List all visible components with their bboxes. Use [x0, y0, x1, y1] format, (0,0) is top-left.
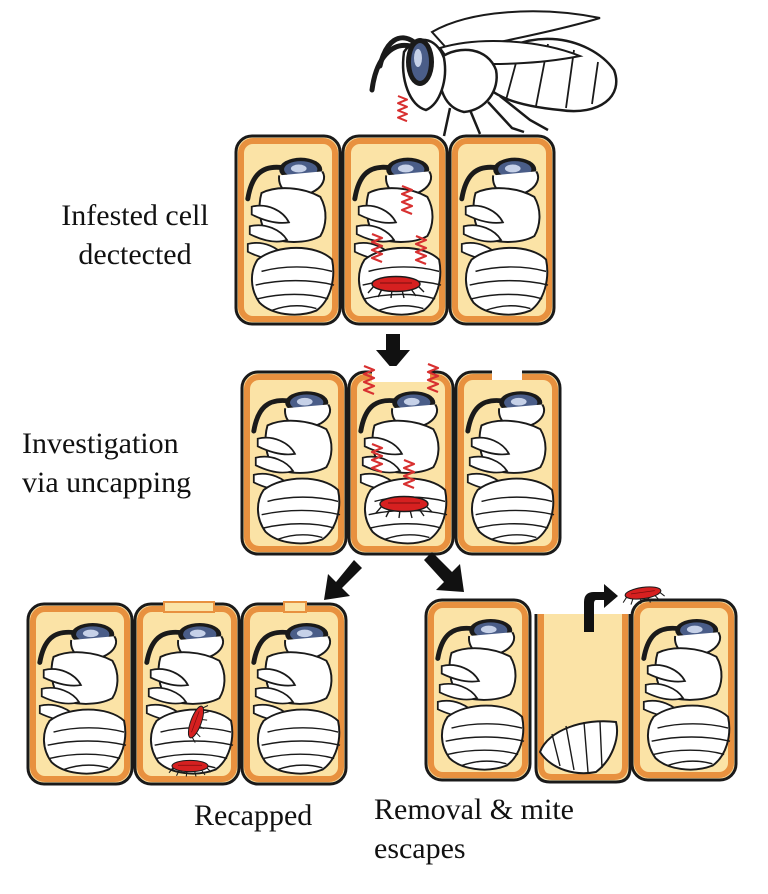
brood-cell-uncapped [347, 362, 455, 556]
brood-cell-recapped [240, 601, 348, 786]
brood-cell-healthy [234, 134, 342, 326]
arrow-down-left-icon [324, 560, 362, 600]
label-investigation-via-uncapping: Investigation via uncapping [22, 424, 222, 502]
brood-cell-healthy [630, 598, 738, 782]
brood-cell-emptied [533, 596, 633, 784]
label-removal-mite-escapes: Removal & mite escapes [374, 790, 574, 868]
curved-arrow-icon [584, 584, 618, 632]
label-line: Removal & mite escapes [374, 793, 574, 865]
label-line: Recapped [194, 799, 313, 832]
worker-bee [369, 10, 618, 137]
arrow-down-icon [376, 334, 410, 370]
row-investigation [240, 362, 562, 556]
brood-cell-healthy [424, 598, 532, 782]
label-line: Infested cell dectected [61, 199, 209, 271]
brood-cell-opened [454, 366, 562, 556]
label-recapped: Recapped [194, 796, 312, 835]
brood-cell-healthy [448, 134, 556, 326]
brood-cell-recapped [133, 601, 241, 786]
row-recapped [26, 601, 348, 786]
brood-cell-healthy [240, 370, 348, 556]
brood-cell-healthy [26, 602, 134, 786]
brood-cell-infested [341, 134, 449, 326]
arrow-down-right-icon [424, 552, 464, 592]
row-detected [234, 10, 618, 326]
label-infested-cell-detected: Infested cell dectected [40, 196, 230, 274]
row-removal [424, 583, 738, 784]
label-line: Investigation via uncapping [22, 427, 192, 499]
